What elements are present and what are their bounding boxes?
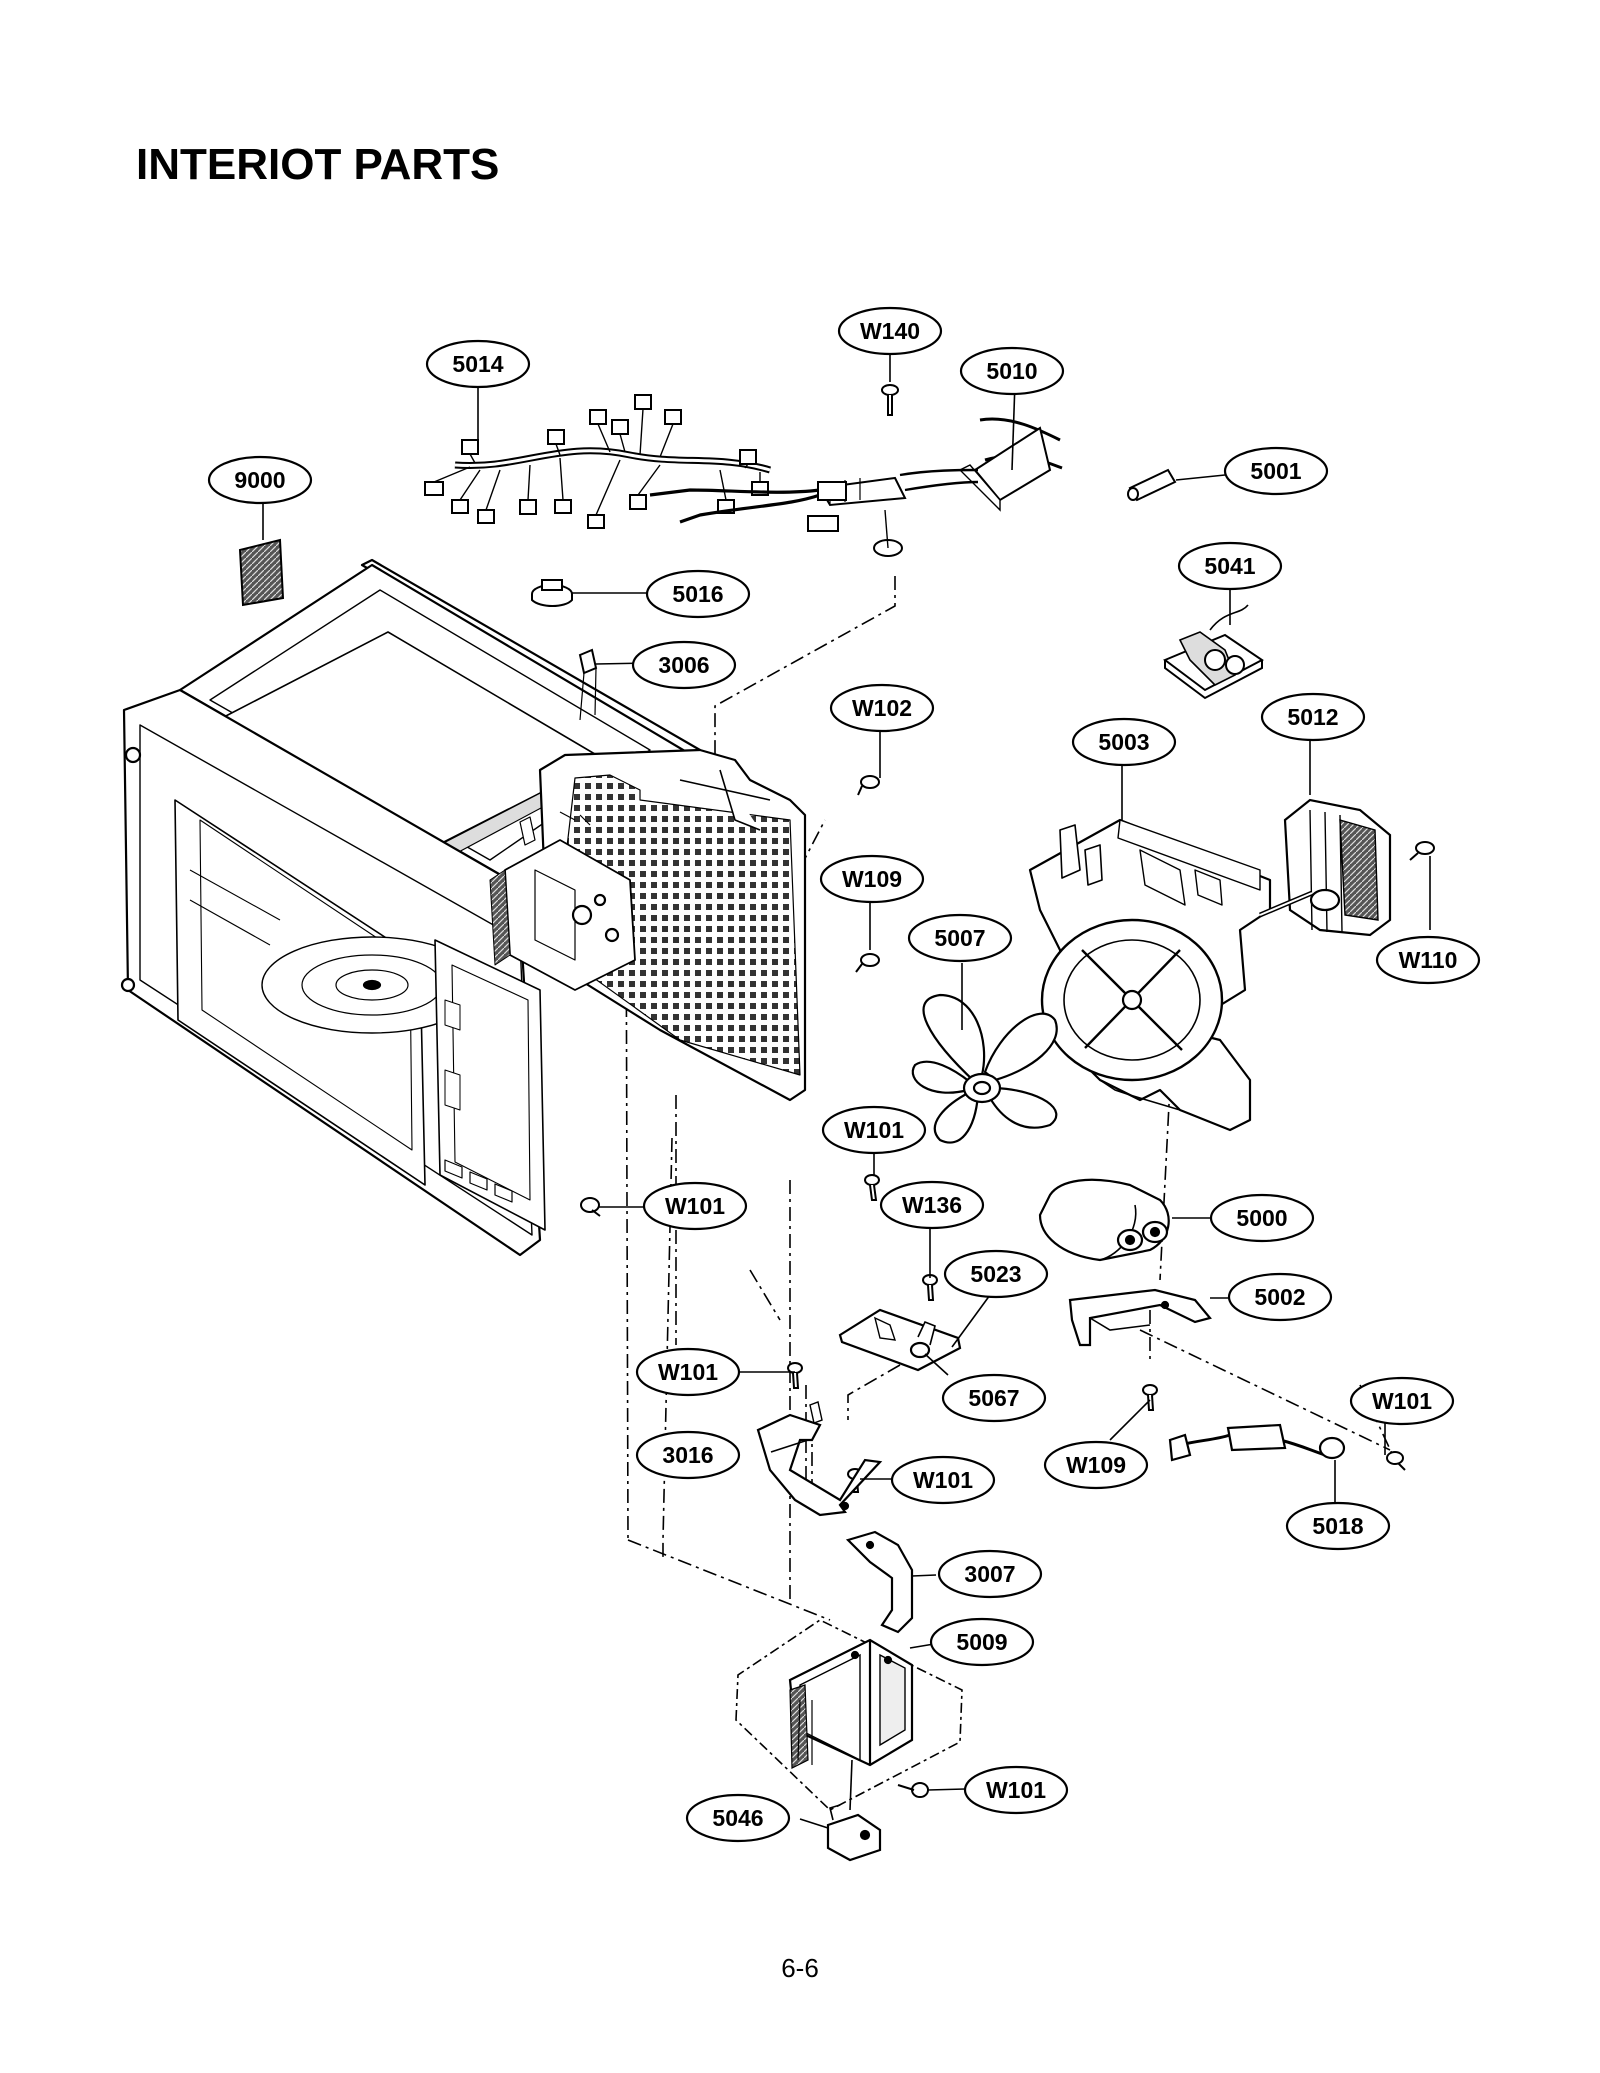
- callout-w109: W109: [1043, 1440, 1149, 1490]
- callout-w101: W101: [821, 1105, 927, 1155]
- ground-wire-5018: [1168, 1423, 1346, 1462]
- switch-plate-5023: [838, 1308, 962, 1372]
- fuse-5001: [1127, 468, 1177, 502]
- callout-label: W102: [852, 695, 912, 721]
- callout-5010: 5010: [959, 346, 1065, 396]
- bracket-3007: [845, 1530, 914, 1634]
- callout-label: 5003: [1098, 729, 1149, 755]
- callout-label: 5012: [1287, 704, 1338, 730]
- callout-5023: 5023: [943, 1249, 1049, 1299]
- callout-label: 9000: [234, 467, 285, 493]
- page-number: 6-6: [781, 1953, 819, 1983]
- callout-label: 5000: [1236, 1205, 1287, 1231]
- transformer-5009: [735, 1619, 963, 1811]
- callout-label: W110: [1399, 947, 1458, 973]
- callout-label: 5023: [970, 1261, 1021, 1287]
- callouts: 5014 W140 5010 9000 5001 5041 5016 3006 …: [207, 306, 1481, 1843]
- callout-9000: 9000: [207, 455, 313, 505]
- callout-label: W101: [658, 1359, 718, 1385]
- callout-5046: 5046: [685, 1793, 791, 1843]
- label-plate-9000: [238, 538, 285, 607]
- callout-label: W101: [913, 1467, 973, 1493]
- callout-label: W101: [986, 1777, 1046, 1803]
- callout-label: 5041: [1204, 553, 1255, 579]
- callout-5012: 5012: [1260, 692, 1366, 742]
- callout-label: 5016: [672, 581, 723, 607]
- callout-label: 5001: [1250, 458, 1301, 484]
- callout-label: 5014: [452, 351, 503, 377]
- callout-w101: W101: [635, 1347, 741, 1397]
- callout-label: 5010: [986, 358, 1037, 384]
- callout-label: W109: [842, 866, 902, 892]
- capacitor-bracket-5002: [1068, 1288, 1212, 1347]
- callout-w140: W140: [837, 306, 943, 356]
- callout-5009: 5009: [929, 1617, 1035, 1667]
- callout-3006: 3006: [631, 640, 737, 690]
- callout-label: 5046: [712, 1805, 763, 1831]
- callout-5003: 5003: [1071, 717, 1177, 767]
- callout-label: 3006: [658, 652, 709, 678]
- fan-motor-5012: [1259, 798, 1392, 937]
- capacitor-5000: [1038, 1178, 1170, 1262]
- fan-bracket-5003: [1028, 818, 1272, 1132]
- callout-3016: 3016: [635, 1430, 741, 1480]
- callout-label: W101: [1372, 1388, 1432, 1414]
- page-title: INTERIOT PARTS: [136, 140, 500, 189]
- callout-label: 5002: [1254, 1284, 1305, 1310]
- callout-5007: 5007: [907, 913, 1013, 963]
- callout-5000: 5000: [1209, 1193, 1315, 1243]
- callout-5041: 5041: [1177, 541, 1283, 591]
- callout-5067: 5067: [941, 1373, 1047, 1423]
- callout-label: W136: [902, 1192, 962, 1218]
- callout-5014: 5014: [425, 339, 531, 389]
- callout-w101: W101: [963, 1765, 1069, 1815]
- oven-cavity-cabinet: [120, 558, 807, 1257]
- callout-w102: W102: [829, 683, 935, 733]
- callout-5002: 5002: [1227, 1272, 1333, 1322]
- wire-harness-5014: [424, 394, 772, 529]
- callout-w110: W110: [1375, 935, 1481, 985]
- callout-label: 3007: [964, 1561, 1015, 1587]
- power-cord-5010: [649, 417, 1063, 557]
- callout-w136: W136: [879, 1180, 985, 1230]
- callout-w101: W101: [890, 1455, 996, 1505]
- fastener-3006: [578, 648, 598, 721]
- callout-label: 5018: [1312, 1513, 1363, 1539]
- callout-5018: 5018: [1285, 1501, 1391, 1551]
- callout-w101: W101: [642, 1181, 748, 1231]
- screws: [580, 384, 1435, 1798]
- callout-label: 5009: [956, 1629, 1007, 1655]
- callout-5001: 5001: [1223, 446, 1329, 496]
- callout-label: W101: [844, 1117, 904, 1143]
- callout-label: W101: [665, 1193, 725, 1219]
- callout-label: 3016: [662, 1442, 713, 1468]
- thermostat-5016: [531, 579, 573, 607]
- callout-label: 5067: [968, 1385, 1019, 1411]
- diode-5046: [826, 1804, 882, 1862]
- callout-w101: W101: [1349, 1376, 1455, 1426]
- noise-filter-5041: [1163, 604, 1264, 700]
- fan-blade-5007: [911, 993, 1058, 1144]
- bracket-3016: [756, 1401, 883, 1517]
- callout-label: W109: [1066, 1452, 1126, 1478]
- callout-5016: 5016: [645, 569, 751, 619]
- callout-label: W140: [860, 318, 920, 344]
- callout-w109: W109: [819, 854, 925, 904]
- callout-3007: 3007: [937, 1549, 1043, 1599]
- callout-label: 5007: [934, 925, 985, 951]
